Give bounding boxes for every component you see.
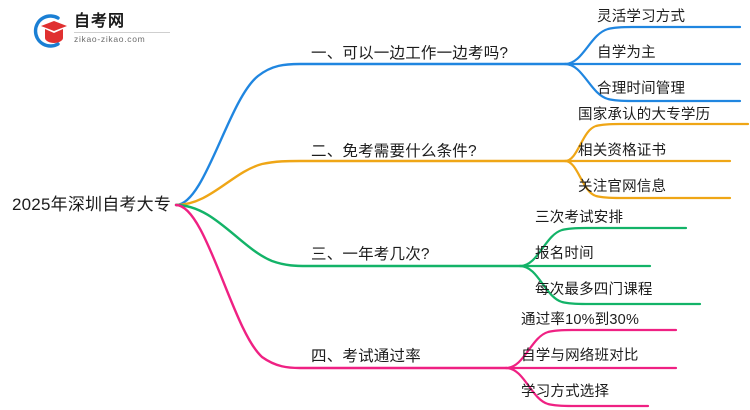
branch-node-3[interactable]: 三、一年考几次? <box>311 246 430 263</box>
logo-url: zikao-zikao.com <box>74 34 146 44</box>
branch-4-wires <box>174 203 678 408</box>
mindmap-root-node[interactable]: 2025年深圳自考大专 <box>12 195 172 214</box>
leaf-node-1-2[interactable]: 自学为主 <box>597 45 656 61</box>
leaf-node-1-1[interactable]: 灵活学习方式 <box>597 9 686 25</box>
leaf-node-4-3[interactable]: 学习方式选择 <box>521 384 610 400</box>
leaf-node-4-1[interactable]: 通过率10%到30% <box>521 312 640 328</box>
branch-3-wires <box>174 203 702 306</box>
leaf-node-2-3[interactable]: 关注官网信息 <box>578 179 667 195</box>
leaf-node-3-2[interactable]: 报名时间 <box>535 246 594 262</box>
logo-mark-icon <box>33 14 67 48</box>
branch-node-2[interactable]: 二、免考需要什么条件? <box>311 143 477 160</box>
branch-node-1[interactable]: 一、可以一边工作一边考吗? <box>311 45 509 62</box>
branch-1-wires <box>174 25 742 207</box>
branch-2-wires <box>174 122 750 207</box>
leaf-node-3-1[interactable]: 三次考试安排 <box>535 210 624 226</box>
leaf-node-3-3[interactable]: 每次最多四门课程 <box>535 282 653 298</box>
leaf-node-4-2[interactable]: 自学与网络班对比 <box>521 348 639 364</box>
leaf-node-2-2[interactable]: 相关资格证书 <box>578 143 667 159</box>
site-logo[interactable]: 自考网 zikao-zikao.com <box>28 10 178 52</box>
logo-text: 自考网 zikao-zikao.com <box>74 12 170 45</box>
leaf-node-2-1[interactable]: 国家承认的大专学历 <box>578 107 711 123</box>
branch-node-4[interactable]: 四、考试通过率 <box>311 348 421 365</box>
logo-name-cn: 自考网 <box>74 13 126 30</box>
leaf-node-1-3[interactable]: 合理时间管理 <box>597 81 686 97</box>
logo-divider <box>74 32 170 33</box>
